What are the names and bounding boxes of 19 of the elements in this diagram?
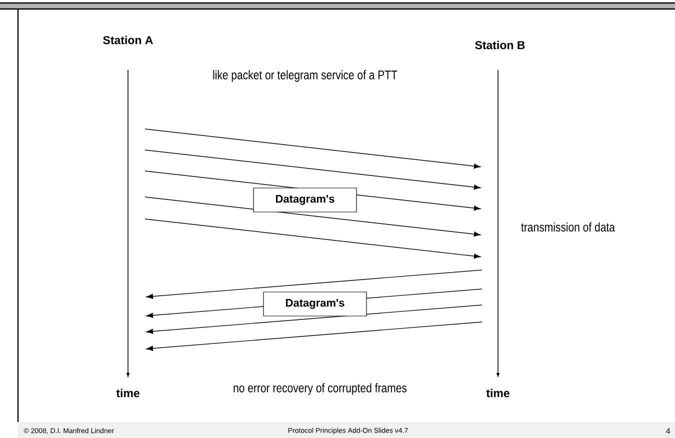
page-number: 4 [666,428,670,434]
station-label: Station B [475,40,525,50]
timeline-arrow [126,70,130,377]
arrow [146,270,482,299]
arrow [146,304,482,334]
arrow [144,150,481,190]
label-box: Datagram's [263,292,367,316]
time-label: time [486,388,510,398]
label-box: Datagram's [253,188,357,212]
arrow [144,218,481,259]
arrow [146,322,482,351]
note: transmission of data [521,222,615,232]
station-label: Station A [103,36,153,44]
timeline-arrow [496,70,500,377]
arrow [144,196,481,237]
arrow [144,128,481,169]
note: no error recovery of corrupted frames [234,383,407,395]
note: like packet or telegram service of a PTT [213,70,398,82]
time-label: time [116,388,140,398]
